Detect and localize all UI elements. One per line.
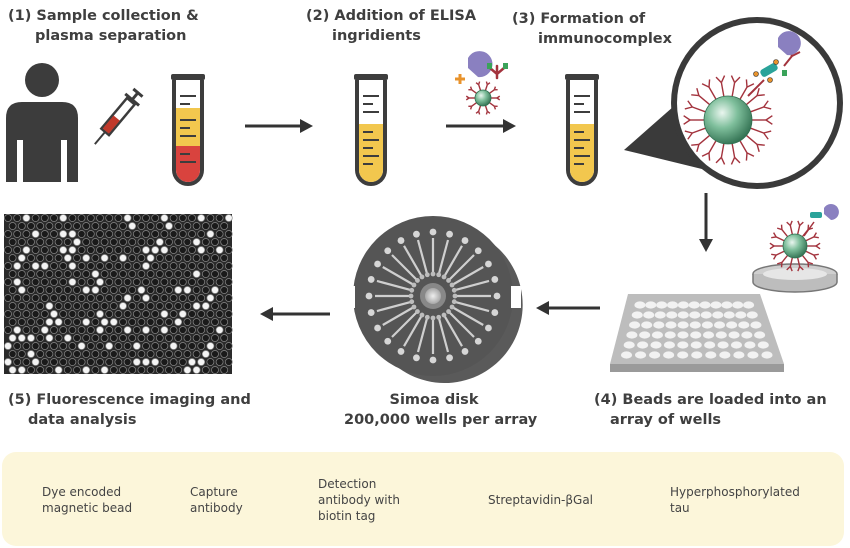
legend-tau-text: Hyperphosphorylated tau — [670, 484, 800, 516]
simoa-disk — [345, 216, 523, 383]
well-with-bead — [752, 204, 839, 293]
step-2-line-2: ingridients — [332, 28, 421, 44]
step-3-label: (3) Formation of immunocomplex — [512, 9, 672, 49]
microwell-plate — [610, 294, 784, 372]
arrow-1-to-2 — [245, 119, 313, 133]
legend-capture-line-1: Capture — [190, 485, 238, 499]
legend-bead-text: Dye encoded magnetic bead — [42, 484, 132, 516]
step-5-line-2: data analysis — [28, 412, 137, 428]
tube-plasma-separation — [169, 72, 207, 186]
legend-tau-line-1: Hyperphosphorylated — [670, 485, 800, 499]
step-1-line-1: (1) Sample collection & — [8, 8, 199, 24]
step-4-line-1: (4) Beads are loaded into an — [594, 392, 827, 408]
arrow-2-to-3 — [446, 119, 516, 133]
simoa-disk-line-2: 200,000 wells per array — [344, 412, 538, 428]
legend-detection-text: Detection antibody with biotin tag — [318, 476, 400, 524]
fluorescence-image — [4, 214, 233, 374]
arrow-3-to-4 — [699, 193, 713, 252]
step-3-line-1: (3) Formation of — [512, 11, 646, 27]
immunocomplex-closeup — [683, 31, 801, 165]
arrow-4-to-disk — [536, 301, 600, 315]
step-5-label: (5) Fluorescence imaging and data analys… — [8, 390, 251, 430]
tube-elisa — [352, 72, 390, 186]
streptavidin-icon — [455, 51, 493, 84]
legend-streptavidin-line-1: Streptavidin-βGal — [488, 493, 594, 507]
simoa-disk-line-1: Simoa disk — [389, 392, 479, 408]
magnifier-bubble — [624, 17, 843, 189]
tube-immunocomplex — [563, 72, 601, 186]
legend-tau-line-2: tau — [670, 501, 690, 515]
step-1-label: (1) Sample collection & plasma separatio… — [8, 6, 199, 46]
ingredients-icon-group — [455, 51, 508, 115]
step-2-line-1: (2) Addition of ELISA — [306, 8, 477, 24]
legend-panel — [2, 452, 844, 546]
small-bead-icon — [465, 81, 501, 115]
step-4-line-2: array of wells — [610, 412, 722, 428]
arrow-disk-to-5 — [260, 307, 330, 321]
legend-bead-line-1: Dye encoded — [42, 485, 122, 499]
syringe-icon — [94, 87, 144, 145]
legend-capture-line-2: antibody — [190, 501, 243, 515]
step-5-line-1: (5) Fluorescence imaging and — [8, 392, 251, 408]
step-1-line-2: plasma separation — [35, 28, 187, 44]
legend-capture-text: Capture antibody — [190, 484, 243, 516]
detection-antibody-icon — [487, 63, 508, 80]
legend-detection-line-2: antibody with — [318, 493, 400, 507]
step-2-label: (2) Addition of ELISA ingridients — [306, 6, 476, 46]
step-4-label: (4) Beads are loaded into an array of we… — [594, 390, 827, 430]
simoa-disk-label: Simoa disk 200,000 wells per array — [344, 390, 538, 430]
person-icon — [6, 63, 78, 182]
legend-detection-line-1: Detection — [318, 477, 377, 491]
legend-streptavidin-text: Streptavidin-βGal — [488, 492, 593, 508]
legend-bead-line-2: magnetic bead — [42, 501, 133, 515]
step-3-line-2: immunocomplex — [538, 31, 672, 47]
legend-detection-line-3: biotin tag — [318, 509, 376, 523]
